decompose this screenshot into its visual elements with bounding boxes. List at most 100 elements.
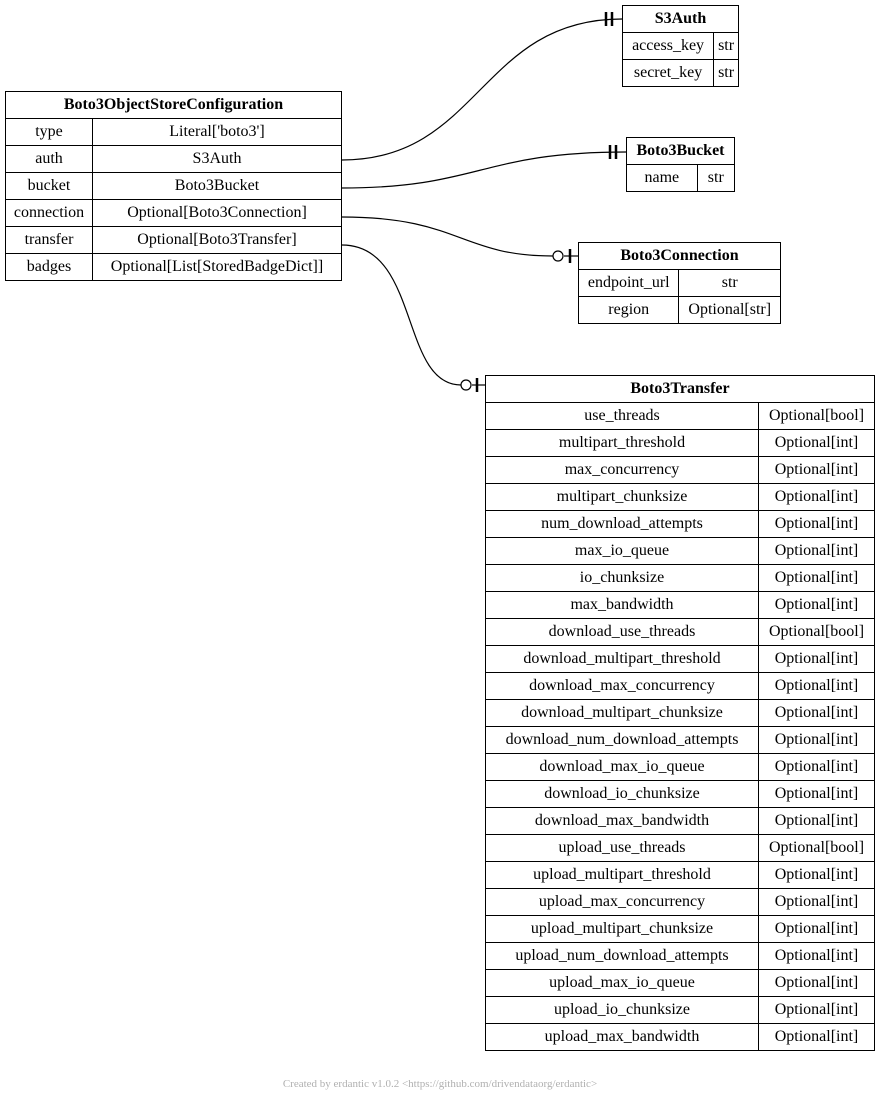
footer-credit: Created by erdantic v1.0.2 <https://gith… — [282, 1078, 598, 1090]
field-name: upload_multipart_threshold — [485, 861, 759, 889]
field-type: Optional[Boto3Transfer] — [92, 226, 342, 254]
field-type: Optional[bool] — [758, 834, 875, 862]
field-type: Optional[List[StoredBadgeDict]] — [92, 253, 342, 281]
edge-bucket-boto3bucket — [341, 145, 627, 189]
field-type: Optional[int] — [758, 807, 875, 835]
field-name: connection — [5, 199, 93, 227]
field-name: download_max_io_queue — [485, 753, 759, 781]
field-name: upload_num_download_attempts — [485, 942, 759, 970]
field-type: S3Auth — [92, 145, 342, 173]
field-name: use_threads — [485, 402, 759, 430]
field-type: Optional[int] — [758, 726, 875, 754]
entity-title: Boto3ObjectStoreConfiguration — [5, 91, 342, 119]
field-name: upload_max_concurrency — [485, 888, 759, 916]
field-type: str — [696, 164, 736, 192]
field-type: Optional[int] — [758, 942, 875, 970]
field-name: download_num_download_attempts — [485, 726, 759, 754]
field-type: Literal['boto3'] — [92, 118, 342, 146]
field-type: str — [713, 32, 739, 60]
field-name: type — [5, 118, 93, 146]
field-type: Optional[int] — [758, 861, 875, 889]
field-name: max_bandwidth — [485, 591, 759, 619]
field-type: Optional[int] — [758, 969, 875, 997]
field-name: download_multipart_chunksize — [485, 699, 759, 727]
field-type: Optional[int] — [758, 1023, 875, 1051]
field-name: secret_key — [621, 59, 715, 87]
field-type: Optional[bool] — [758, 618, 875, 646]
field-name: auth — [5, 145, 93, 173]
field-type: Optional[int] — [758, 915, 875, 943]
field-name: upload_max_bandwidth — [485, 1023, 759, 1051]
field-name: upload_multipart_chunksize — [485, 915, 759, 943]
field-name: upload_max_io_queue — [485, 969, 759, 997]
field-name: io_chunksize — [485, 564, 759, 592]
field-name: max_concurrency — [485, 456, 759, 484]
field-type: Optional[int] — [758, 753, 875, 781]
field-type: Optional[int] — [758, 510, 875, 538]
field-type: str — [678, 269, 781, 297]
field-name: name — [626, 164, 698, 192]
edge-transfer-boto3transfer — [341, 244, 485, 392]
field-name: access_key — [621, 32, 715, 60]
field-name: multipart_threshold — [485, 429, 759, 457]
field-type: str — [713, 59, 739, 87]
field-type: Optional[int] — [758, 996, 875, 1024]
field-type: Optional[str] — [678, 296, 781, 324]
field-name: download_max_bandwidth — [485, 807, 759, 835]
edge-connection-boto3connection — [341, 216, 578, 263]
field-type: Optional[int] — [758, 483, 875, 511]
field-name: num_download_attempts — [485, 510, 759, 538]
field-type: Boto3Bucket — [92, 172, 342, 200]
entity-title: Boto3Bucket — [626, 137, 735, 165]
field-type: Optional[int] — [758, 699, 875, 727]
field-name: upload_use_threads — [485, 834, 759, 862]
edge-auth-s3auth — [341, 12, 623, 161]
field-name: download_io_chunksize — [485, 780, 759, 808]
field-name: badges — [5, 253, 93, 281]
field-name: download_multipart_threshold — [485, 645, 759, 673]
field-name: max_io_queue — [485, 537, 759, 565]
field-type: Optional[int] — [758, 429, 875, 457]
entity-title: S3Auth — [622, 5, 739, 33]
field-type: Optional[int] — [758, 537, 875, 565]
field-type: Optional[bool] — [758, 402, 875, 430]
field-name: download_max_concurrency — [485, 672, 759, 700]
